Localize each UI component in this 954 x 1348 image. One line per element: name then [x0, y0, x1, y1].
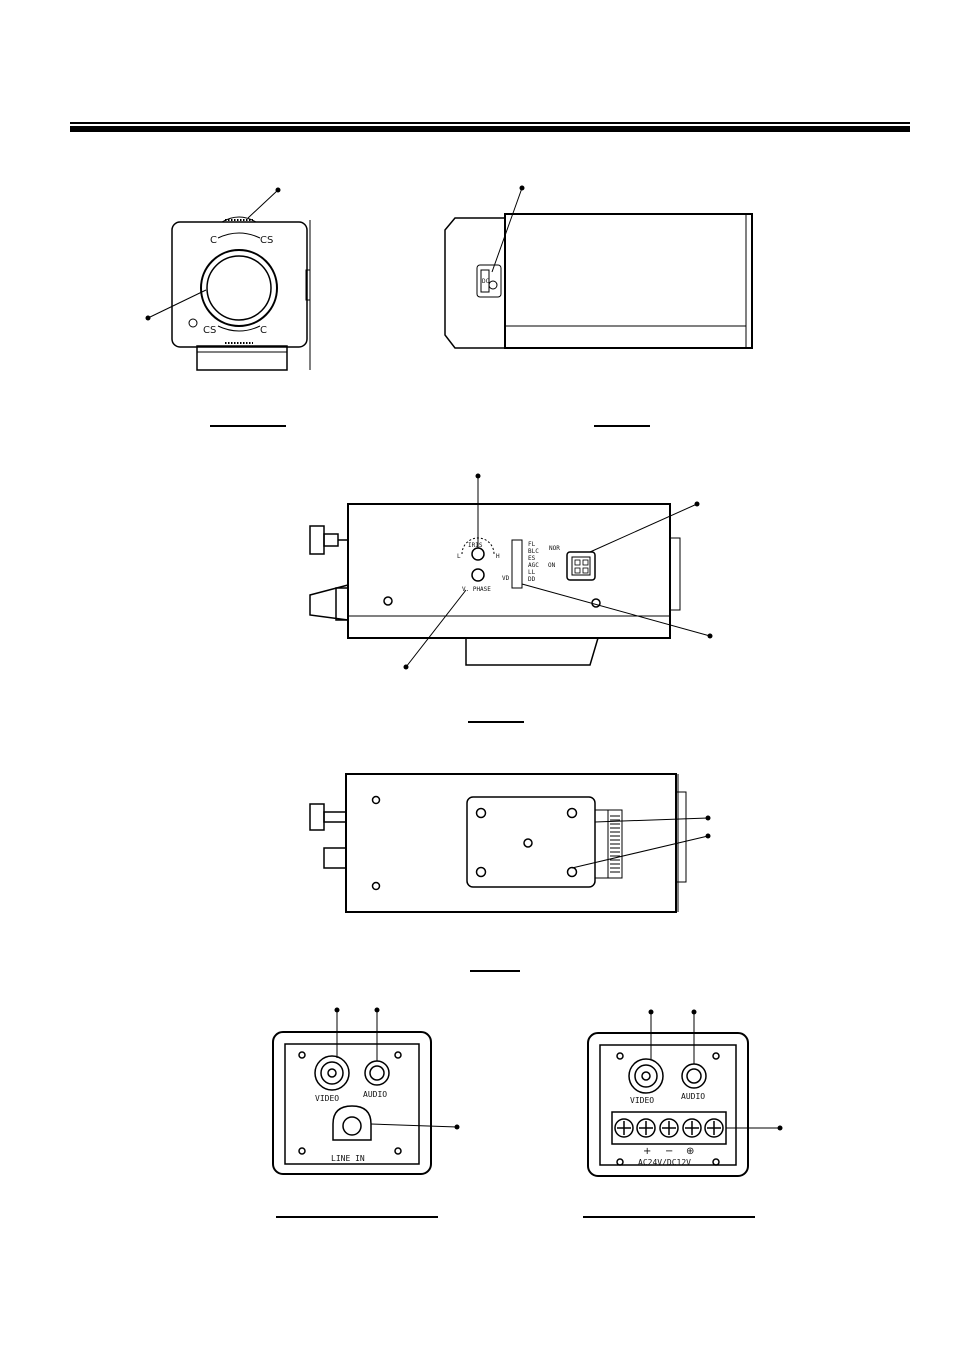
vphase-label: V. PHASE — [462, 586, 491, 593]
front-mount-label-cs-bottom: CS — [203, 325, 216, 336]
top-view-figure: DC — [444, 185, 753, 349]
rear-view-line-figure: VIDEO AUDIO LINE IN — [272, 1007, 460, 1175]
rear-view-dc-figure: VIDEO AUDIO + − ⊕ AC24V/DC12V — [587, 1009, 783, 1177]
switch-row-es: ES — [528, 555, 536, 562]
rear-dc-minus-label: − — [665, 1146, 673, 1157]
rear-dc-plus-label: + — [643, 1146, 651, 1157]
iris-high-label: H — [496, 553, 500, 560]
switch-row-agc: AGC — [528, 562, 539, 569]
rear-dc-video-label: VIDEO — [630, 1096, 654, 1105]
header-rule — [70, 122, 910, 132]
side-view-caption-underline — [468, 721, 524, 723]
iris-label: IRIS — [468, 542, 483, 549]
bottom-view-figure — [309, 773, 711, 913]
switch-nor-label: NOR — [549, 545, 560, 552]
front-mount-label-cs-top: CS — [260, 235, 273, 246]
switch-on-label: ON — [548, 562, 556, 569]
switch-row-blc: BLC — [528, 548, 539, 555]
switch-row-ll: LL — [528, 569, 536, 576]
switch-row-dd: DD — [528, 576, 536, 583]
top-switch-label: DC — [482, 278, 490, 285]
front-view-caption-underline — [210, 425, 286, 427]
front-view-figure: C CS CS C — [145, 187, 311, 371]
bottom-view-caption-underline — [470, 970, 520, 972]
rear-line-audio-label: AUDIO — [363, 1090, 387, 1099]
switch-row-fl: FL — [528, 541, 536, 548]
top-view-caption-underline — [594, 425, 650, 427]
iris-low-label: L — [457, 553, 461, 560]
rear-dc-ground-label: ⊕ — [686, 1146, 694, 1157]
front-mount-label-c-top: C — [210, 235, 217, 246]
rear-dc-caption-underline — [583, 1216, 755, 1218]
rear-line-power-label: LINE IN — [331, 1154, 365, 1163]
rear-dc-audio-label: AUDIO — [681, 1092, 705, 1101]
front-mount-label-c-bottom: C — [260, 325, 267, 336]
switch-vd-label: VD — [502, 575, 510, 582]
rear-dc-power-label: AC24V/DC12V — [638, 1158, 691, 1167]
rear-line-caption-underline — [276, 1216, 438, 1218]
side-view-figure: IRIS L H V. PHASE VD FL BLC ES AGC LL DD… — [309, 473, 713, 670]
rear-line-video-label: VIDEO — [315, 1094, 339, 1103]
